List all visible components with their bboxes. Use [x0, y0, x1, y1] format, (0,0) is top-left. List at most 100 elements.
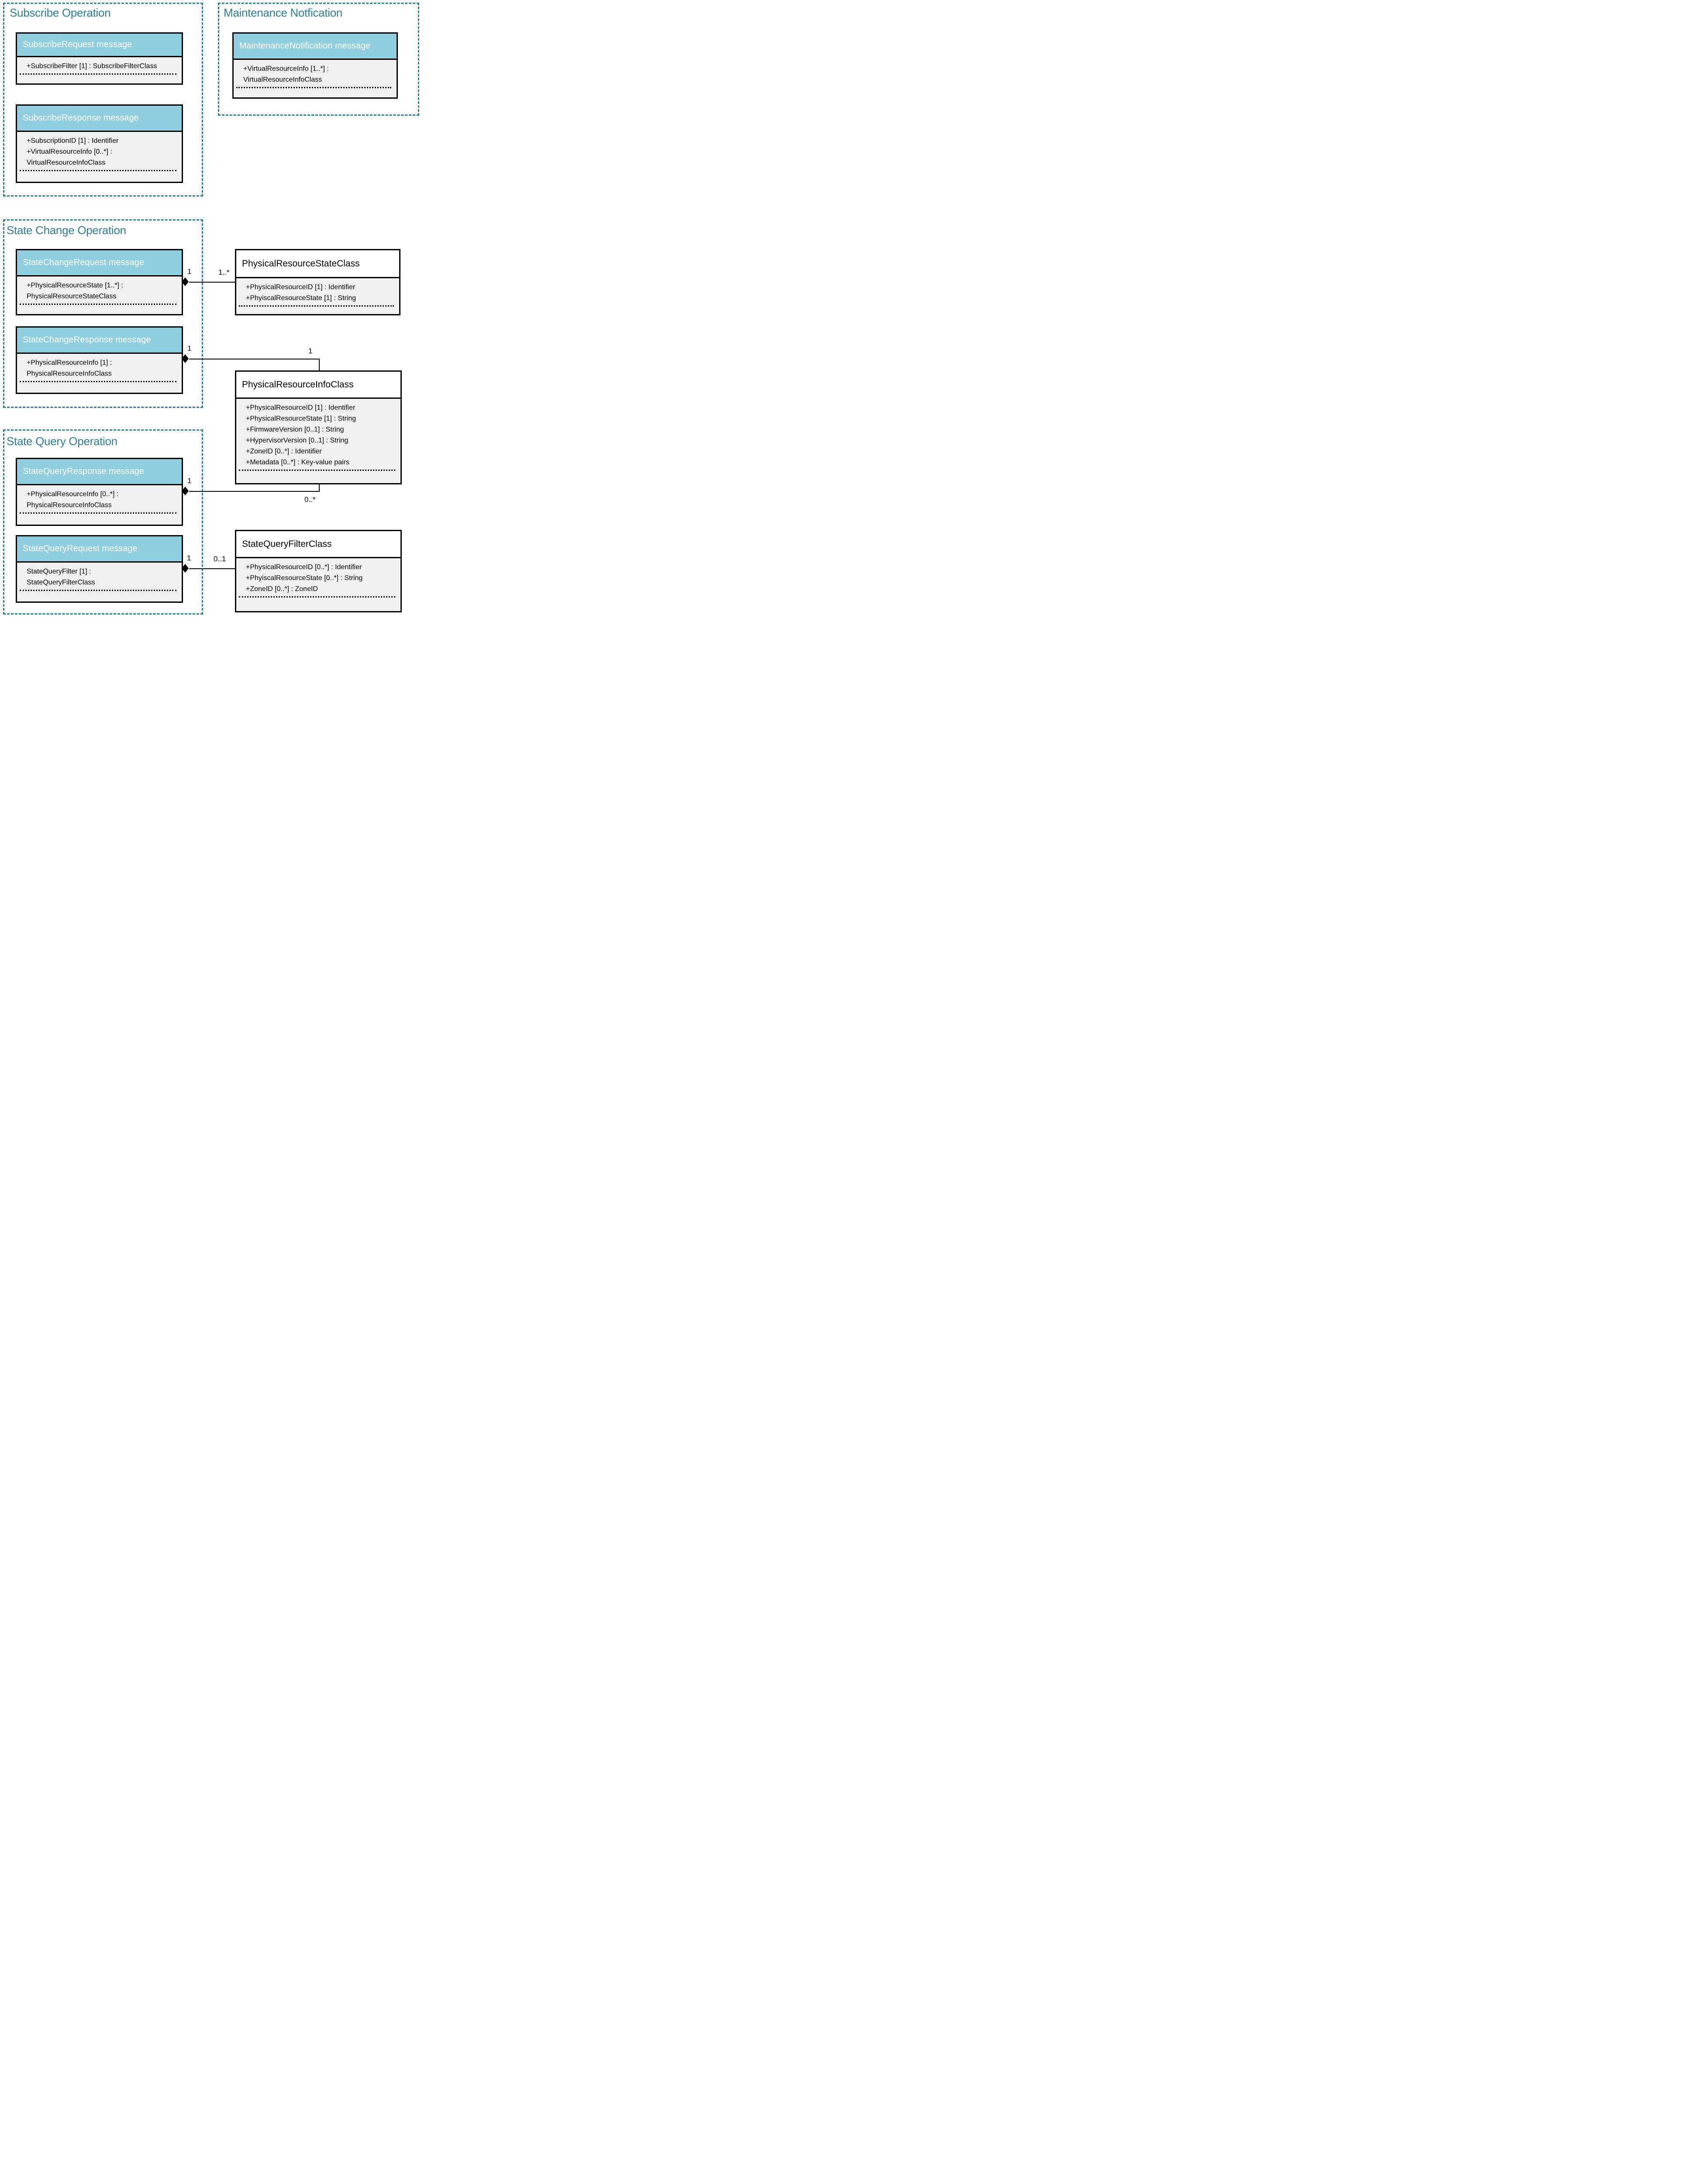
- class-attributes: +PhysicalResourceID [1] : Identifier +Ph…: [236, 278, 399, 314]
- class-header: StateQueryFilterClass: [236, 531, 400, 558]
- class-subscribe-response-message: SubscribeResponse message +SubscriptionI…: [16, 104, 183, 183]
- connector-statechangerequest-line: [189, 282, 235, 283]
- multiplicity-source: 1: [187, 477, 192, 485]
- class-title: PhysicalResourceStateClass: [242, 258, 360, 269]
- group-title-subscribe-operation: Subscribe Operation: [10, 6, 111, 19]
- attribute-line: +PhysicalResourceInfo [1] :: [27, 359, 112, 366]
- attribute-line: +VirtualResourceInfo [0..*] :: [27, 148, 112, 156]
- attributes-separator: [239, 305, 394, 307]
- class-attributes: +VirtualResourceInfo [1..*] : VirtualRes…: [234, 60, 397, 97]
- class-attributes: StateQueryFilter [1] : StateQueryFilterC…: [17, 563, 182, 601]
- class-header: SubscribeRequest message: [17, 34, 182, 57]
- uml-diagram-canvas: Subscribe Operation Maintenance Notficat…: [0, 0, 421, 619]
- composition-diamond-icon: [182, 564, 189, 573]
- class-physical-resource-info-class: PhysicalResourceInfoClass +PhysicalResou…: [235, 370, 402, 484]
- attribute-line: +ZoneID [0..*] : ZoneID: [246, 585, 318, 593]
- attributes-separator: [239, 470, 395, 471]
- attributes-separator: [20, 170, 176, 171]
- class-attributes: +PhysicalResourceID [0..*] : Identifier …: [236, 558, 400, 611]
- attributes-separator: [20, 73, 176, 75]
- multiplicity-source: 1: [187, 267, 192, 276]
- attribute-line: +SubscriptionID [1] : Identifier: [27, 137, 119, 145]
- attributes-separator: [20, 590, 176, 591]
- class-state-query-response-message: StateQueryResponse message +PhysicalReso…: [16, 458, 183, 526]
- attribute-line: +VirtualResourceInfo [1..*] :: [243, 65, 329, 73]
- connector-statequeryresponse-line: [189, 491, 320, 492]
- attribute-line: VirtualResourceInfoClass: [27, 159, 106, 166]
- attributes-separator: [239, 596, 395, 598]
- attribute-line: PhysicalResourceInfoClass: [27, 501, 112, 509]
- class-title: StateQueryFilterClass: [242, 539, 332, 549]
- attribute-line: PhysicalResourceInfoClass: [27, 370, 112, 377]
- attribute-line: +SubscribeFilter [1] : SubscribeFilterCl…: [27, 62, 157, 70]
- class-header: PhysicalResourceStateClass: [236, 250, 399, 278]
- attributes-separator: [20, 304, 176, 305]
- class-physical-resource-state-class: PhysicalResourceStateClass +PhysicalReso…: [235, 249, 400, 315]
- group-title-state-change-operation: State Change Operation: [7, 224, 126, 237]
- class-header: MaintenanceNotification message: [234, 34, 397, 60]
- class-header: PhysicalResourceInfoClass: [236, 372, 400, 399]
- class-header: StateQueryRequest message: [17, 536, 182, 563]
- group-state-change-operation: [3, 219, 203, 408]
- class-header: StateQueryResponse message: [17, 459, 182, 485]
- class-state-change-request-message: StateChangeRequest message +PhysicalReso…: [16, 249, 183, 315]
- attribute-line: +PhysicalResourceID [0..*] : Identifier: [246, 563, 362, 571]
- composition-diamond-icon: [182, 354, 189, 363]
- group-title-maintenance-notification: Maintenance Notfication: [224, 6, 343, 19]
- composition-diamond-icon: [182, 487, 189, 495]
- class-state-change-response-message: StateChangeResponse message +PhysicalRes…: [16, 326, 183, 394]
- class-header: SubscribeResponse message: [17, 106, 182, 132]
- group-subscribe-operation: [3, 3, 203, 197]
- class-maintenance-notification-message: MaintenanceNotification message +Virtual…: [232, 32, 398, 99]
- attribute-line: StateQueryFilter [1] :: [27, 568, 91, 575]
- multiplicity-source: 1: [187, 554, 191, 562]
- class-header: StateChangeRequest message: [17, 250, 182, 276]
- attribute-line: +ZoneID [0..*] : Identifier: [246, 448, 322, 455]
- attribute-line: VirtualResourceInfoClass: [243, 76, 322, 83]
- group-title-state-query-operation: State Query Operation: [7, 435, 117, 448]
- class-title: PhysicalResourceInfoClass: [242, 379, 354, 390]
- class-attributes: +SubscribeFilter [1] : SubscribeFilterCl…: [17, 57, 182, 83]
- class-title: StateChangeResponse message: [23, 335, 151, 345]
- attribute-line: +PhysicalResourceID [1] : Identifier: [246, 404, 355, 411]
- attribute-line: +FirmwareVersion [0..1] : String: [246, 426, 344, 433]
- class-title: SubscribeResponse message: [23, 113, 139, 123]
- multiplicity-target: 1: [308, 347, 313, 355]
- class-header: StateChangeResponse message: [17, 328, 182, 354]
- class-title: MaintenanceNotification message: [239, 41, 371, 51]
- group-maintenance-notification: [218, 3, 419, 116]
- class-attributes: +PhysicalResourceID [1] : Identifier +Ph…: [236, 399, 400, 483]
- group-state-query-operation: [3, 429, 203, 615]
- class-title: StateQueryResponse message: [23, 467, 144, 476]
- attribute-line: +Metadata [0..*] : Key-value pairs: [246, 459, 350, 466]
- composition-diamond-icon: [182, 277, 189, 286]
- class-state-query-filter-class: StateQueryFilterClass +PhysicalResourceI…: [235, 530, 402, 612]
- class-title: StateChangeRequest message: [23, 258, 144, 267]
- connector-statequeryrequest-line: [189, 568, 235, 569]
- attribute-line: +HypervisorVersion [0..1] : String: [246, 437, 349, 444]
- multiplicity-target: 0..*: [304, 495, 316, 504]
- multiplicity-source: 1: [187, 344, 192, 352]
- attributes-separator: [20, 512, 176, 514]
- multiplicity-target: 1..*: [218, 268, 230, 276]
- attribute-line: StateQueryFilterClass: [27, 579, 95, 586]
- class-attributes: +PhysicalResourceInfo [0..*] : PhysicalR…: [17, 485, 182, 525]
- class-attributes: +PhysicalResourceInfo [1] : PhysicalReso…: [17, 354, 182, 393]
- attributes-separator: [20, 381, 176, 382]
- class-subscribe-request-message: SubscribeRequest message +SubscribeFilte…: [16, 32, 183, 85]
- attribute-line: +PhysicalResourceState [1] : String: [246, 415, 356, 422]
- connector-statechangeresponse-drop: [319, 359, 320, 371]
- attribute-line: +PhyiscalResourceState [1] : String: [246, 294, 356, 302]
- class-title: StateQueryRequest message: [23, 544, 138, 553]
- attribute-line: +PhysicalResourceInfo [0..*] :: [27, 491, 119, 498]
- attribute-line: +PhysicalResourceID [1] : Identifier: [246, 283, 355, 291]
- attribute-line: PhysicalResourceStateClass: [27, 293, 117, 300]
- attributes-separator: [236, 87, 391, 88]
- class-attributes: +SubscriptionID [1] : Identifier +Virtua…: [17, 132, 182, 182]
- class-attributes: +PhysicalResourceState [1..*] : Physical…: [17, 276, 182, 314]
- connector-statequeryresponse-drop: [319, 484, 320, 492]
- attribute-line: +PhysicalResourceState [1..*] :: [27, 282, 123, 289]
- class-title: SubscribeRequest message: [23, 40, 132, 49]
- attribute-line: +PhyiscalResourceState [0..*] : String: [246, 574, 363, 582]
- class-state-query-request-message: StateQueryRequest message StateQueryFilt…: [16, 535, 183, 603]
